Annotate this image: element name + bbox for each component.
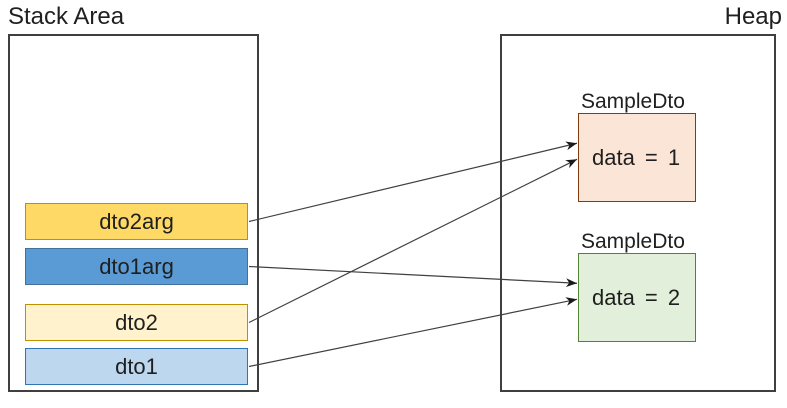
heap-object-type-label-obj2: SampleDto [581,230,685,253]
stack-box-dto2arg: dto2arg [25,203,248,240]
heap-object-box-obj2: data = 2 [578,253,696,342]
heap-object-type-label-obj1: SampleDto [581,90,685,113]
stack-box-dto2: dto2 [25,304,248,341]
stack-area-title: Stack Area [8,3,125,30]
heap-object-box-obj1: data = 1 [578,113,696,202]
heap-title: Heap [724,3,782,30]
stack-box-dto1arg: dto1arg [25,248,248,285]
stack-box-dto1: dto1 [25,348,248,385]
